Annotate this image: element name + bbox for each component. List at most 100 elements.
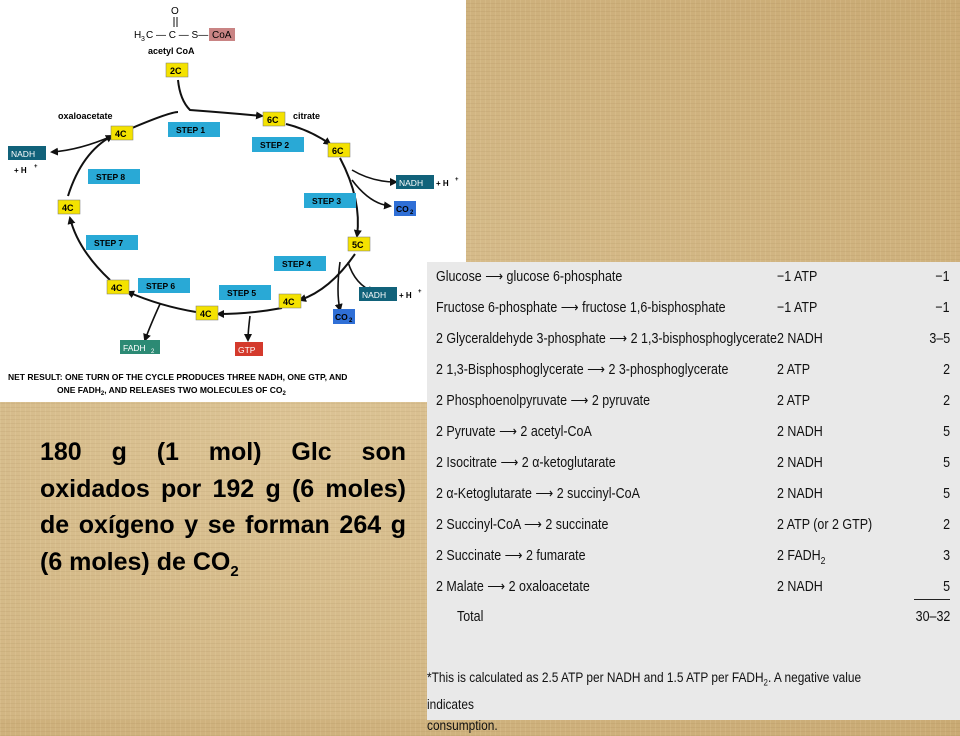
nadh-outputs: NADH + H + NADH + H + NADH + H +	[8, 146, 459, 301]
carbon-4c-succinate: 4C	[200, 309, 212, 319]
reaction-cell: 2 Phosphoenolpyruvate ⟶ 2 pyruvate	[436, 393, 651, 409]
citric-acid-cycle-diagram: O H 3 C — C — S— CoA acetyl CoA	[0, 0, 466, 402]
acetyl-formula-h: H	[134, 30, 141, 41]
carbon-6c-isocitrate: 6C	[332, 146, 344, 156]
product-cell: 2 NADH	[777, 331, 823, 347]
table-row: 2 Succinate ⟶ 2 fumarate 2 FADH2 3	[427, 544, 960, 568]
carbon-5c: 5C	[352, 240, 364, 250]
total-label: Total	[457, 609, 484, 625]
yield-cell: −1	[935, 269, 950, 285]
h-plus-sup-step8: +	[34, 164, 38, 170]
carbon-4c-malate: 4C	[62, 203, 74, 213]
net-result-line1: NET RESULT: ONE TURN OF THE CYCLE PRODUC…	[8, 372, 347, 382]
nadh-label-step4: NADH	[362, 290, 386, 300]
statement-text: 180 g (1 mol) Glc son oxidados por 192 g…	[40, 438, 406, 576]
coa-tag: CoA	[212, 30, 232, 41]
reaction-cell: 2 Isocitrate ⟶ 2 α-ketoglutarate	[436, 455, 616, 471]
step-1: STEP 1	[176, 125, 205, 135]
yield-cell: 5	[943, 455, 950, 471]
fadh2-box	[120, 340, 160, 354]
product-cell: −1 ATP	[777, 269, 818, 285]
product-cell: 2 NADH	[777, 579, 823, 595]
table-row: 2 Glyceraldehyde 3-phosphate ⟶ 2 1,3-bis…	[427, 327, 960, 351]
acetyl-coa-structure: O H 3 C — C — S— CoA acetyl CoA	[134, 6, 235, 56]
co2-step3: CO	[396, 204, 409, 214]
h-plus-sup-step4: +	[418, 289, 422, 295]
table-row: 2 Isocitrate ⟶ 2 α-ketoglutarate 2 NADH …	[427, 451, 960, 475]
co2-step3-sub: 2	[410, 210, 414, 216]
h-plus-step3: + H	[436, 179, 449, 188]
reaction-cell: 2 Malate ⟶ 2 oxaloacetate	[436, 579, 590, 595]
oxaloacetate-label: oxaloacetate	[58, 111, 113, 121]
nadh-label-step3: NADH	[399, 178, 423, 188]
total-value: 30–32	[915, 609, 950, 625]
step-5: STEP 5	[227, 288, 256, 298]
step-6: STEP 6	[146, 281, 175, 291]
product-cell: 2 FADH2	[777, 548, 826, 567]
co2-outputs: CO 2 CO 2	[333, 201, 416, 324]
carbon-4c-succinyl: 4C	[283, 297, 295, 307]
reaction-cell: 2 Pyruvate ⟶ 2 acetyl-CoA	[436, 424, 592, 440]
table-row: 2 Succinyl-CoA ⟶ 2 succinate 2 ATP (or 2…	[427, 513, 960, 537]
reaction-cell: 2 Succinyl-CoA ⟶ 2 succinate	[436, 517, 609, 533]
step-3: STEP 3	[312, 196, 341, 206]
product-cell: 2 NADH	[777, 486, 823, 502]
gtp-box	[235, 342, 263, 356]
acetyl-formula-chain: C — C — S—	[146, 30, 208, 41]
cycle-svg: O H 3 C — C — S— CoA acetyl CoA	[8, 6, 459, 397]
nadh-label-step8: NADH	[11, 149, 35, 159]
yield-cell: 5	[943, 579, 950, 595]
co2-step4: CO	[335, 312, 348, 322]
product-cell: 2 ATP	[777, 393, 811, 409]
carbon-4c-oxaloacetate: 4C	[115, 129, 127, 139]
reaction-cell: Glucose ⟶ glucose 6-phosphate	[436, 269, 623, 285]
step-8: STEP 8	[96, 172, 125, 182]
total-rule	[914, 599, 950, 600]
reaction-cell: 2 Glyceraldehyde 3-phosphate ⟶ 2 1,3-bis…	[436, 331, 777, 347]
product-arrows	[50, 135, 398, 342]
table-row: 2 1,3-Bisphosphoglycerate ⟶ 2 3-phosphog…	[427, 358, 960, 382]
product-cell: 2 ATP (or 2 GTP)	[777, 517, 873, 533]
step-boxes: STEP 1 STEP 2 STEP 3 STEP 4 STEP 5 STEP …	[86, 122, 356, 300]
table-row: Fructose 6-phosphate ⟶ fructose 1,6-bisp…	[427, 296, 960, 320]
carbonyl-oxygen: O	[171, 6, 179, 17]
reaction-cell: 2 Succinate ⟶ 2 fumarate	[436, 548, 586, 564]
product-cell: −1 ATP	[777, 300, 818, 316]
reaction-cell: Fructose 6-phosphate ⟶ fructose 1,6-bisp…	[436, 300, 726, 316]
yield-cell: −1	[935, 300, 950, 316]
carbon-boxes: 2C 6C 6C 5C 4C 4C 4C 4C 4C	[57, 62, 371, 321]
statement-sub: 2	[230, 562, 239, 580]
yield-cell: 2	[943, 393, 950, 409]
table-row: Glucose ⟶ glucose 6-phosphate −1 ATP −1	[427, 265, 960, 289]
fadh2-label: FADH	[123, 343, 146, 353]
table-row: 2 Malate ⟶ 2 oxaloacetate 2 NADH 5	[427, 575, 960, 599]
product-cell: 2 NADH	[777, 424, 823, 440]
acetyl-coa-label: acetyl CoA	[148, 46, 195, 56]
h-plus-step4: + H	[399, 291, 412, 300]
reaction-cell: 2 1,3-Bisphosphoglycerate ⟶ 2 3-phosphog…	[436, 362, 729, 378]
table-row: 2 Pyruvate ⟶ 2 acetyl-CoA 2 NADH 5	[427, 420, 960, 444]
step-2: STEP 2	[260, 140, 289, 150]
yield-cell: 2	[943, 362, 950, 378]
step-7: STEP 7	[94, 238, 123, 248]
table-row: 2 α-Ketoglutarate ⟶ 2 succinyl-CoA 2 NAD…	[427, 482, 960, 506]
yield-cell: 5	[943, 486, 950, 502]
step-4: STEP 4	[282, 259, 311, 269]
cycle-path	[67, 79, 362, 318]
acetyl-formula-sub: 3	[141, 36, 145, 43]
table-row: 2 Phosphoenolpyruvate ⟶ 2 pyruvate 2 ATP…	[427, 389, 960, 413]
h-plus-step8: + H	[14, 166, 27, 175]
net-result-line2: ONE FADH2, AND RELEASES TWO MOLECULES OF…	[57, 385, 286, 397]
citrate-label: citrate	[293, 111, 320, 121]
gtp-label: GTP	[238, 345, 256, 355]
yield-cell: 3	[943, 548, 950, 564]
total-row: Total 30–32	[427, 605, 960, 629]
h-plus-sup-step3: +	[455, 177, 459, 183]
reaction-cell: 2 α-Ketoglutarate ⟶ 2 succinyl-CoA	[436, 486, 640, 502]
yield-cell: 3–5	[929, 331, 950, 347]
carbon-4c-fumarate: 4C	[111, 283, 123, 293]
fadh2-sub: 2	[151, 349, 155, 355]
yield-cell: 2	[943, 517, 950, 533]
atp-yield-table: Glucose ⟶ glucose 6-phosphate −1 ATP −1 …	[427, 262, 960, 733]
table-footnote: *This is calculated as 2.5 ATP per NADH …	[427, 670, 862, 733]
